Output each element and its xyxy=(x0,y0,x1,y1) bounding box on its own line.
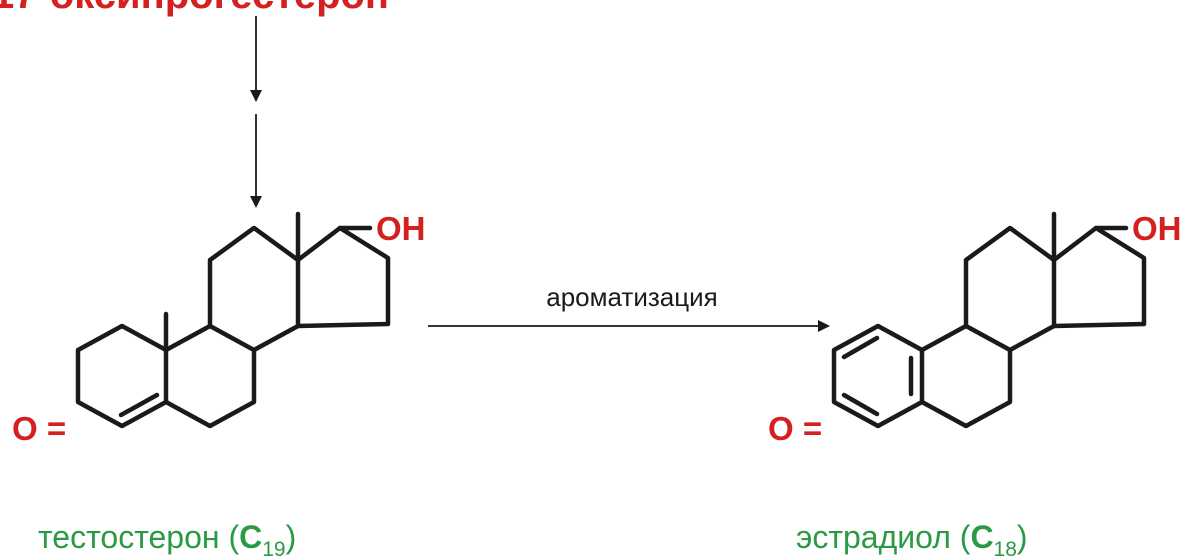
testosterone-name-text: тестостерон xyxy=(38,519,220,555)
estradiol-name-text: эстрадиол xyxy=(796,519,951,555)
testosterone-o-label: O = xyxy=(12,410,66,447)
estradiol-oh-label: OH xyxy=(1132,210,1182,247)
testosterone-structure xyxy=(75,211,391,429)
estradiol-structure xyxy=(831,211,1147,429)
testosterone-name: тестостерон (C19) xyxy=(38,519,296,559)
testosterone-oh-label: OH xyxy=(376,210,426,247)
estradiol-name: эстрадиол (C18) xyxy=(796,519,1028,559)
estradiol-o-label: O = xyxy=(768,410,822,447)
arrow-label: ароматизация xyxy=(546,282,717,312)
estradiol-carbon-symbol: C xyxy=(970,519,993,555)
estradiol-carbon-count: 18 xyxy=(994,538,1017,559)
testosterone-carbon-symbol: C xyxy=(239,519,262,555)
header-text: 17-оксипрогестерон xyxy=(0,0,389,17)
testosterone-carbon-count: 19 xyxy=(262,538,285,559)
